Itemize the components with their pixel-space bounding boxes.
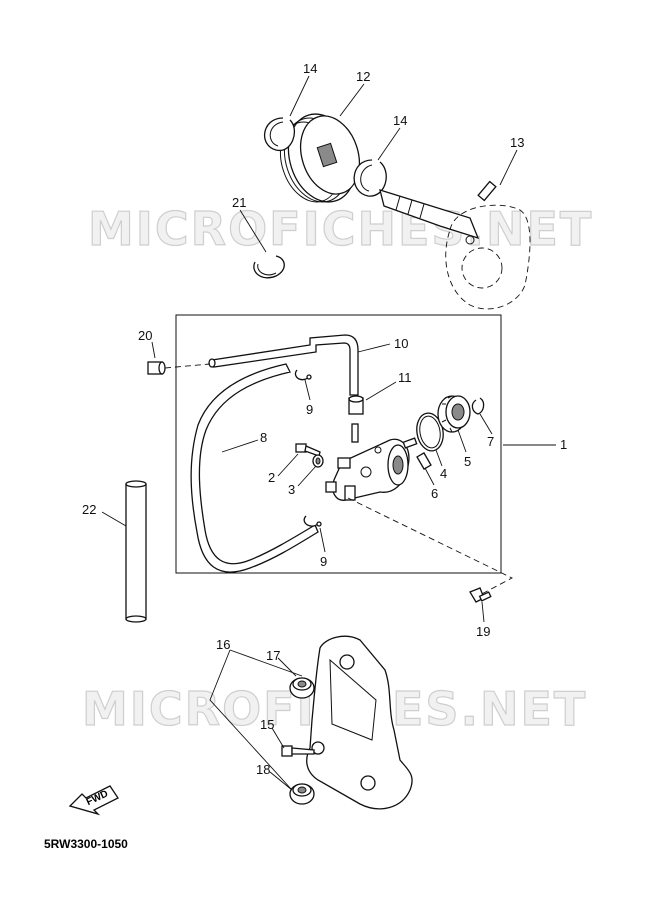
callout-14-left: 14: [303, 61, 317, 76]
callout-15: 15: [260, 717, 274, 732]
callout-11: 11: [398, 370, 412, 385]
clip-9-upper: [294, 369, 312, 381]
callout-6: 6: [431, 486, 438, 501]
screw-2: [295, 443, 321, 457]
pipe-22: [125, 480, 147, 623]
pulley-12: [280, 113, 361, 203]
callout-16: 16: [216, 637, 230, 652]
callout-2: 2: [268, 470, 275, 485]
circlip-14-right: [353, 159, 387, 197]
clip-21: [253, 255, 285, 279]
callout-20: 20: [138, 328, 152, 343]
bolt-19: [469, 587, 492, 603]
callout-18: 18: [256, 762, 270, 777]
callout-5: 5: [464, 454, 471, 469]
callout-4: 4: [440, 466, 447, 481]
callout-9-upper: 9: [306, 402, 313, 417]
callout-14-right: 14: [393, 113, 407, 128]
grommet-17: [289, 677, 315, 699]
clip-9-lower: [303, 515, 322, 527]
callout-10: 10: [394, 336, 408, 351]
oil-pump-body: [325, 423, 418, 501]
callout-1: 1: [560, 437, 567, 452]
watermark-top: MICROFICHES.NET: [88, 202, 593, 256]
oil-pump-assembly-frame: [175, 314, 502, 574]
shaft-13: [379, 180, 497, 240]
drive-gear-5: [437, 395, 471, 433]
hose-10: [211, 334, 359, 396]
leader-lines: [101, 75, 556, 791]
callout-3: 3: [288, 482, 295, 497]
grommet-18: [289, 783, 315, 805]
cover-plate: [306, 635, 413, 810]
hose-8: [190, 363, 319, 573]
diagram-code: 5RW3300-1050: [44, 837, 128, 851]
circlip-14-left: [263, 117, 295, 151]
callout-19: 19: [476, 624, 490, 639]
callout-9-lower: 9: [320, 554, 327, 569]
callout-12: 12: [356, 69, 370, 84]
callout-7: 7: [487, 434, 494, 449]
callout-13: 13: [510, 135, 524, 150]
callout-22: 22: [82, 502, 96, 517]
crankcase-cover-outline: [445, 204, 531, 310]
washer-3: [312, 454, 324, 468]
bolt-15: [281, 745, 315, 757]
pin-6: [416, 452, 432, 470]
fwd-arrow-icon: FWD: [68, 785, 119, 816]
circlip-7: [471, 397, 485, 415]
sleeve-11: [348, 395, 364, 415]
callout-21: 21: [232, 195, 246, 210]
callout-8: 8: [260, 430, 267, 445]
collar-20: [147, 361, 211, 375]
callout-17: 17: [266, 648, 280, 663]
